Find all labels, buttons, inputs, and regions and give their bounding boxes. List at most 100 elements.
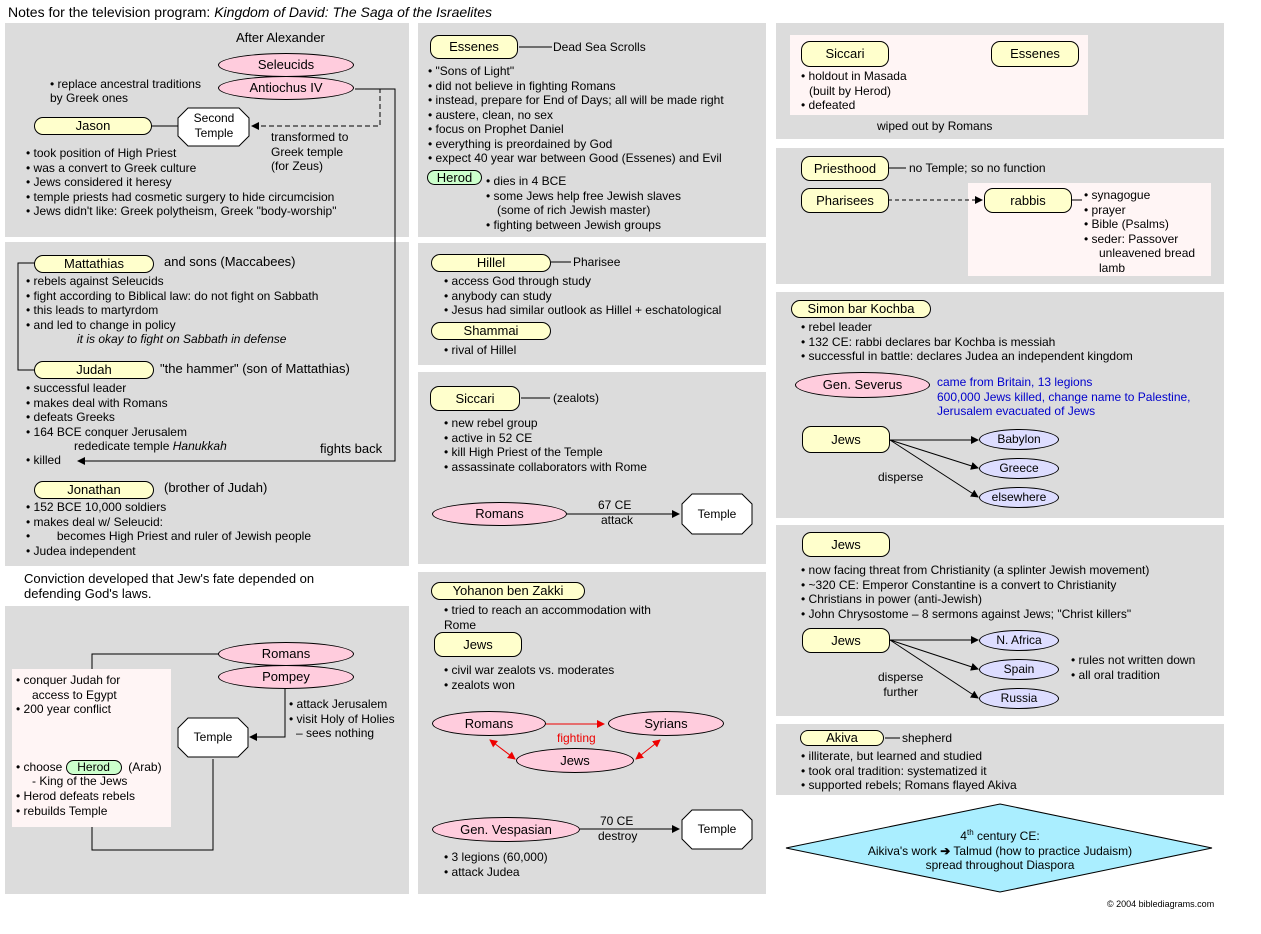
list-item: • and led to change in policy xyxy=(26,317,176,332)
attack-line3: – sees nothing xyxy=(296,726,375,740)
list-item: • new rebel group xyxy=(444,416,538,430)
jason-bullets: • took position of High Priest • was a c… xyxy=(26,146,336,219)
list-item: • active in 52 CE xyxy=(444,430,533,445)
jews-node-p7: Jews xyxy=(434,632,522,657)
list-item: • this leads to martyrdom xyxy=(26,303,159,317)
essenes-bullets: • "Sons of Light" • did not believe in f… xyxy=(428,64,724,166)
siccari-node-p8: Siccari xyxy=(801,41,889,67)
yohanon-node: Yohanon ben Zakki xyxy=(431,582,585,600)
list-item: • took position of High Priest xyxy=(26,146,177,160)
second-temple-line1: Second xyxy=(193,111,235,125)
akiva-bullets: • illiterate, but learned and studied • … xyxy=(801,749,1017,793)
civil-war-bullet-2: zealots won xyxy=(451,677,515,692)
romans-node-p3: Romans xyxy=(218,642,354,666)
essenes-bullet-4: austere, clean, no sex xyxy=(435,107,553,122)
hillel-bullet-3: Jesus had similar outlook as Hillel + es… xyxy=(451,303,722,317)
akiva-node: Akiva xyxy=(800,730,884,746)
conviction-text: Conviction developed that Jew's fate dep… xyxy=(24,571,314,601)
replace-traditions-text: • replace ancestral traditions xyxy=(50,77,201,91)
ce67-label: 67 CE xyxy=(598,498,632,512)
christianity-bullet-4: John Chrysostome – 8 sermons against Jew… xyxy=(808,606,1132,621)
rabbis-bullet-3: Bible (Psalms) xyxy=(1091,217,1169,231)
tried-line2: Rome xyxy=(444,617,477,632)
elsewhere-node: elsewhere xyxy=(979,487,1059,508)
arab-label: (Arab) xyxy=(128,760,162,774)
list-item: • successful leader xyxy=(26,381,127,395)
list-item: • expect 40 year war between Good (Essen… xyxy=(428,151,722,165)
jason-bullet-4: temple priests had cosmetic surgery to h… xyxy=(33,189,335,204)
mattathias-bullets: • rebels against Seleucids • fight accor… xyxy=(26,274,318,332)
temple-octagon-p3 xyxy=(177,717,249,758)
oral-bullet-2: all oral tradition xyxy=(1078,667,1160,682)
list-item: • prayer xyxy=(1084,202,1126,217)
after-alexander-heading: After Alexander xyxy=(236,30,325,45)
rival-text: • rival of Hillel xyxy=(444,343,517,357)
seder-line3: lamb xyxy=(1099,260,1126,275)
jason-bullet-3: Jews considered it heresy xyxy=(33,175,172,189)
list-item: • Christians in power (anti-Jewish) xyxy=(801,592,982,606)
temple-label-p6: Temple xyxy=(697,507,737,521)
list-item: • Jews didn't like: Greek polytheism, Gr… xyxy=(26,204,337,218)
siccari-bullet-2: active in 52 CE xyxy=(451,430,533,445)
essenes-node-p8: Essenes xyxy=(991,41,1079,67)
severus-note-3: Jerusalem evacuated of Jews xyxy=(937,404,1096,418)
page-title-prefix: Notes for the television program: xyxy=(8,4,211,20)
rededicate-label: rededicate temple xyxy=(74,439,170,453)
rebuilds-line: rebuilds Temple xyxy=(23,803,108,818)
panel-bar-kochba xyxy=(776,292,1224,518)
list-item: • rules not written down xyxy=(1071,653,1196,667)
herod-defeats-list: • Herod defeats rebels • rebuilds Temple xyxy=(16,789,135,818)
masada-bullet-1b: (built by Herod) xyxy=(809,83,892,98)
hillel-bullets: • access God through study • anybody can… xyxy=(444,274,721,318)
list-item: • Judea independent xyxy=(26,543,136,558)
judah-bullet-3: defeats Greeks xyxy=(33,410,115,424)
conflict-line: 200 year conflict xyxy=(23,702,111,716)
essenes-node: Essenes xyxy=(430,35,518,59)
jews-node-p11: Jews xyxy=(802,532,890,557)
jews-node-p10: Jews xyxy=(802,426,890,453)
talmud-label: Talmud (how to practice Judaism) xyxy=(953,843,1133,858)
hillel-bullet-1: access God through study xyxy=(451,274,591,288)
attack-text: • attack Jerusalem • visit Holy of Holie… xyxy=(289,697,395,741)
second-temple-line2: Temple xyxy=(194,125,234,140)
simon-node: Simon bar Kochba xyxy=(791,300,931,318)
century-rest: century CE: xyxy=(973,829,1040,843)
hillel-bullet-2: anybody can study xyxy=(451,288,552,303)
severus-note-2: 600,000 Jews killed, change name to Pale… xyxy=(937,389,1191,404)
siccari-bullets: • new rebel group • active in 52 CE • ki… xyxy=(444,416,647,474)
jonathan-bullet-1: 152 BCE 10,000 soldiers xyxy=(33,500,167,514)
list-item: • kill High Priest of the Temple xyxy=(444,445,603,459)
greece-node: Greece xyxy=(979,458,1059,479)
list-item: • "Sons of Light" xyxy=(428,64,515,78)
panel-maccabees xyxy=(5,242,409,566)
jonathan-bullets: • 152 BCE 10,000 soldiers • makes deal w… xyxy=(26,500,311,558)
essenes-bullet-3: instead, prepare for End of Days; all wi… xyxy=(435,93,724,107)
herod-bullet-3: fighting between Jewish groups xyxy=(493,217,661,232)
list-item: • 200 year conflict xyxy=(16,702,111,716)
herod-bullets: • dies in 4 BCE • some Jews help free Je… xyxy=(486,174,681,232)
list-item: • rebuilds Temple xyxy=(16,803,108,818)
akiva-bullet-2: took oral tradition: systematized it xyxy=(808,763,987,778)
list-item: • access God through study xyxy=(444,274,591,288)
severus-node: Gen. Severus xyxy=(795,372,930,398)
mattathias-bullet-1: rebels against Seleucids xyxy=(33,274,164,288)
mattathias-bullet-2: fight according to Biblical law: do not … xyxy=(33,288,319,303)
babylon-node: Babylon xyxy=(979,429,1059,450)
list-item: • illiterate, but learned and studied xyxy=(801,749,982,763)
antiochus-node: Antiochus IV xyxy=(218,76,354,100)
christianity-bullet-3: Christians in power (anti-Jewish) xyxy=(808,592,982,606)
conquer-line2: access to Egypt xyxy=(32,687,117,702)
rival-label: rival of Hillel xyxy=(451,343,517,357)
diamond-line2: Aikiva's work ➔ Talmud (how to practice … xyxy=(800,844,1200,859)
disperse-label: disperse xyxy=(878,470,924,484)
pompey-node: Pompey xyxy=(218,665,354,689)
king-text: - King of the Jews xyxy=(32,774,128,788)
list-item: • civil war zealots vs. moderates xyxy=(444,663,615,677)
judah-bullet-2: makes deal with Romans xyxy=(33,395,168,410)
vespasian-bullets: • 3 legions (60,000) • attack Judea xyxy=(444,850,548,879)
rabbis-node: rabbis xyxy=(984,188,1072,213)
attack-line1: attack Jerusalem xyxy=(296,697,388,711)
list-item: • instead, prepare for End of Days; all … xyxy=(428,93,724,107)
copyright-text[interactable]: © 2004 biblediagrams.com xyxy=(1107,899,1215,909)
